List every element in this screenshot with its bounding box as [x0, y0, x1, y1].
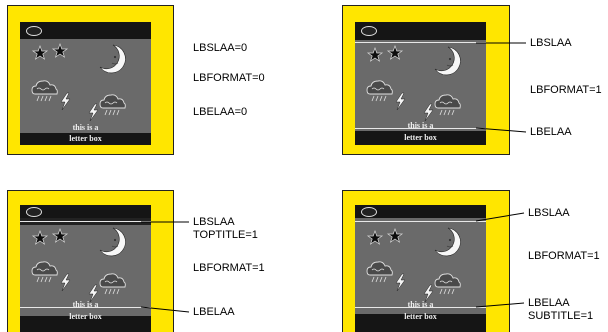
screen-1: this is a letter box [20, 22, 151, 145]
logo-icon [361, 207, 377, 217]
top-bar [20, 205, 151, 218]
label-lbslaa: LBSLAA [193, 216, 235, 228]
lbslaa-line [20, 221, 151, 222]
connector-lbelaa-4 [475, 302, 525, 308]
caption-line-1: this is a [407, 300, 434, 309]
label-lbslaa: LBSLAA [530, 37, 572, 49]
caption-line-2: letter box [404, 312, 437, 321]
connector-lbelaa-2 [475, 127, 527, 133]
connector-lbelaa-3 [140, 306, 190, 313]
caption-line-2: letter box [69, 312, 102, 321]
label-lbelaa: LBELAA [528, 297, 570, 309]
label-lbslaa: LBSLAA [528, 207, 570, 219]
bottom-bar [355, 314, 486, 332]
logo-icon [361, 26, 377, 36]
panel-2: this is a letter box LBSLAA LBFORMAT=1 L… [342, 5, 602, 155]
label-lbelaa: LBELAA [193, 306, 235, 318]
caption-line-1: this is a [407, 121, 434, 130]
screen-3: this is a letter box [20, 205, 151, 332]
lbslaa-line [355, 42, 486, 43]
bottom-bar [20, 133, 151, 145]
label-lbformat: LBFORMAT=1 [193, 262, 265, 274]
label-lbformat: LBFORMAT=1 [530, 84, 602, 96]
logo-icon [26, 26, 42, 36]
screen-2: this is a letter box [355, 22, 486, 145]
caption-line-1: this is a [72, 123, 99, 132]
panel-1: this is a letter box LBSLAA=0 LBFORMAT=0… [0, 0, 300, 166]
caption-line-2: letter box [404, 133, 437, 142]
top-bar [20, 22, 151, 39]
logo-icon [26, 207, 42, 217]
connector-lbslaa-4 [475, 212, 525, 222]
label-lbelaa: LBELAA=0 [193, 106, 248, 118]
label-lbslaa: LBSLAA=0 [193, 42, 248, 54]
label-lbformat: LBFORMAT=1 [528, 250, 600, 262]
lbelaa-line [20, 307, 151, 308]
lbelaa-line [355, 307, 486, 308]
bottom-bar [20, 316, 151, 332]
label-lbformat: LBFORMAT=0 [193, 72, 265, 84]
lbslaa-line [355, 221, 486, 222]
panel-3: this is a letter box LBSLAA TOPTITLE=1 L… [0, 0, 300, 332]
label-lbelaa: LBELAA [530, 126, 572, 138]
screen-4: this is a letter box [355, 205, 486, 332]
top-bar [355, 22, 486, 40]
bottom-bar [355, 131, 486, 145]
top-bar [355, 205, 486, 218]
label-subtitle: SUBTITLE=1 [528, 310, 594, 322]
caption-line-1: this is a [72, 300, 99, 309]
lbelaa-line [355, 128, 486, 129]
caption-line-2: letter box [69, 134, 102, 143]
label-toptitle: TOPTITLE=1 [193, 229, 258, 241]
